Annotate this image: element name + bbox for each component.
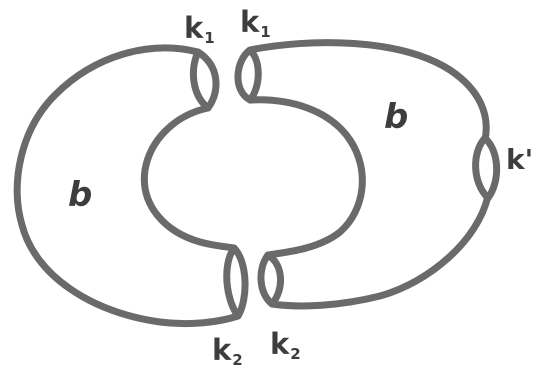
k1-right-letter: k bbox=[240, 5, 259, 39]
right-outer-boundary bbox=[250, 43, 486, 140]
right-surface bbox=[238, 43, 497, 306]
k2-right-subscript: 2 bbox=[290, 345, 300, 363]
left-top-tube-end bbox=[193, 52, 216, 108]
k1-left-subscript: 1 bbox=[204, 29, 214, 47]
label-k1-right: k1 bbox=[240, 8, 271, 40]
right-bottom-tube-end bbox=[261, 255, 281, 304]
right-top-tube-end bbox=[238, 50, 258, 100]
label-b-right: b bbox=[384, 100, 408, 134]
k1-right-subscript: 1 bbox=[260, 23, 270, 41]
left-inner-boundary bbox=[144, 108, 234, 248]
label-k-prime: k' bbox=[506, 146, 533, 174]
k1-left-letter: k bbox=[184, 11, 203, 45]
k2-left-letter: k bbox=[212, 333, 231, 367]
label-k2-right: k2 bbox=[270, 330, 301, 362]
k-prime-circle bbox=[476, 138, 497, 198]
right-inner-boundary bbox=[250, 100, 362, 255]
left-bottom-tube-end bbox=[227, 248, 245, 316]
label-k2-left: k2 bbox=[212, 336, 243, 368]
left-surface bbox=[17, 48, 245, 324]
k2-right-letter: k bbox=[270, 327, 289, 361]
left-outer-boundary bbox=[17, 48, 238, 324]
label-k1-left: k1 bbox=[184, 14, 215, 46]
k2-left-subscript: 2 bbox=[232, 351, 242, 369]
label-b-left: b bbox=[68, 178, 92, 212]
